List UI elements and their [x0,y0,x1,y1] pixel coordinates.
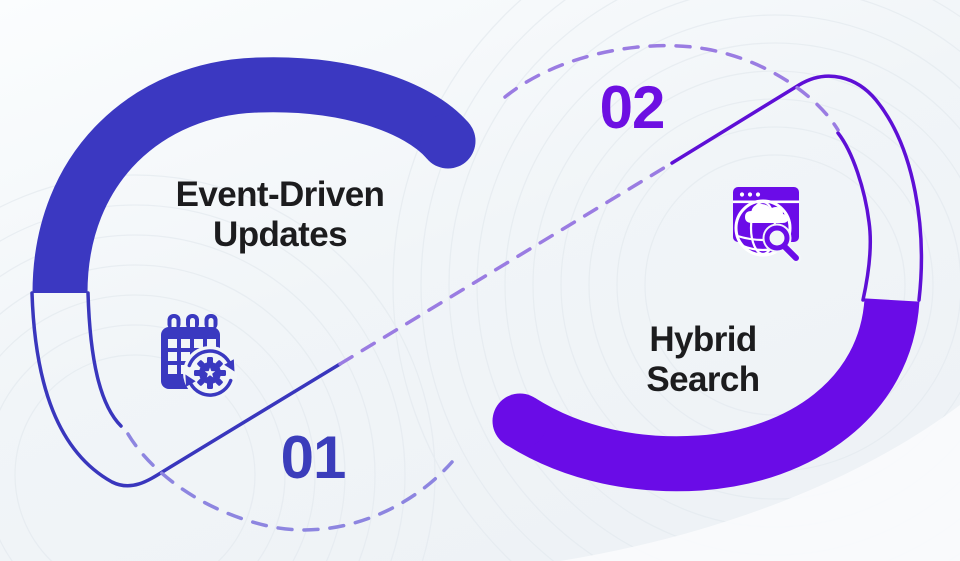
step-1-number: 01 [280,424,347,491]
background-swoosh [560,405,960,561]
calendar-sync-icon [161,314,237,400]
step-1-title-line-2: Updates [213,215,347,254]
step-1-title-line-1: Event-Driven [175,175,385,214]
step-1-title: Event-Driven Updates [130,175,430,255]
thin-outer-right [670,74,924,302]
thick-arc-left [32,57,469,294]
thin-outer-left [30,291,342,488]
thick-arc-right-cap [492,393,548,449]
web-search-icon [733,187,802,264]
thick-arc-right [505,297,920,492]
cloud-icon [745,204,788,223]
dashed-arc-top [503,43,840,132]
dashed-arc-bottom [126,432,454,532]
dashed-connector [338,161,674,366]
gear-icon [194,357,226,389]
star-icon [204,367,216,378]
step-2-title-line-1: Hybrid [649,320,757,359]
step-2-title: Hybrid Search [553,320,853,400]
thin-inner-right [836,131,873,302]
magnifier-icon [762,223,802,264]
loop-step-1 [30,57,476,532]
thick-arc-left-cap [420,113,476,169]
step-2-title-line-2: Search [646,360,760,399]
thin-inner-left [86,291,123,428]
loop-step-2 [492,43,924,492]
step-2-number: 02 [599,74,666,141]
